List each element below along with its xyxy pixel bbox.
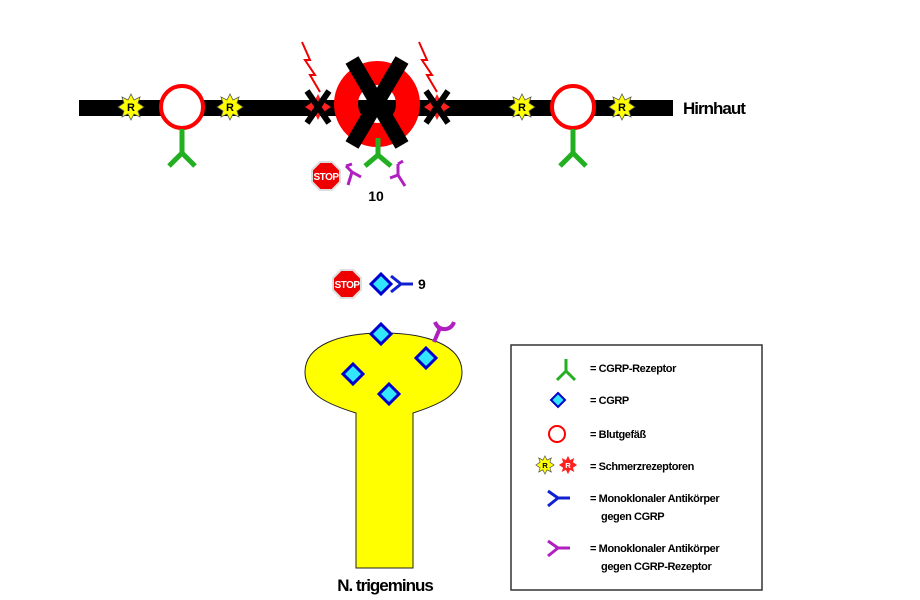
legend-pain-receptor-yellow-icon: R	[535, 455, 555, 475]
svg-text:R: R	[226, 102, 234, 114]
pain-receptor-left-1: R	[117, 93, 145, 121]
blood-vessel-left	[159, 84, 205, 130]
legend-label-vessel: = Blutgefäß	[590, 429, 646, 441]
stop-sign-top	[311, 161, 341, 191]
pain-receptor-blocked-right	[423, 89, 451, 125]
legend-label-antibody-receptor-2: gegen CGRP-Rezeptor	[601, 561, 712, 573]
legend-label-cgrp: = CGRP	[590, 395, 629, 407]
big-x-mark	[345, 56, 409, 149]
legend-cgrp-receptor-icon	[555, 359, 577, 382]
svg-text:R: R	[565, 461, 571, 470]
stop-sign-middle	[332, 269, 362, 299]
cgrp-diamond	[340, 361, 366, 387]
cgrp-diamond	[368, 321, 394, 347]
pain-receptor-right-2: R	[608, 93, 636, 121]
membrane-label: Hirnhaut	[683, 99, 746, 118]
cgrp-bound-antibody	[368, 271, 413, 297]
lightning-icon-left	[301, 41, 321, 93]
cgrp-receptor-right	[560, 129, 586, 166]
trigeminal-nerve	[304, 332, 463, 569]
pain-receptor-blocked-left	[304, 89, 332, 125]
cgrp-diamond	[376, 381, 402, 407]
legend-label-antibody-receptor-1: = Monoklonaler Antikörper	[590, 543, 720, 555]
legend-antibody-receptor-icon	[547, 539, 570, 558]
cgrp-receptor-left	[169, 129, 195, 166]
lightning-icon-right	[418, 41, 438, 93]
blood-vessel-right	[550, 84, 596, 130]
svg-text:R: R	[542, 461, 548, 470]
cgrp-diamond	[413, 345, 439, 371]
legend-antibody-cgrp-icon	[547, 489, 570, 508]
svg-text:R: R	[127, 102, 135, 114]
antibody-receptor-left	[344, 162, 362, 186]
blood-vessel-constricted	[334, 61, 420, 147]
cgrp-receptor-center	[363, 138, 393, 168]
legend-label-pain-receptors: = Schmerzrezeptoren	[590, 461, 695, 473]
svg-text:R: R	[618, 102, 626, 114]
svg-text:R: R	[518, 102, 526, 114]
marker-10: 10	[368, 188, 384, 204]
antibody-receptor-right	[389, 159, 407, 187]
pain-receptor-right-1: R	[508, 93, 536, 121]
marker-9: 9	[418, 276, 426, 292]
legend: = CGRP-Rezeptor = CGRP = Blutgefäß R R =…	[510, 344, 763, 591]
legend-vessel-icon	[548, 425, 566, 443]
legend-label-antibody-cgrp-1: = Monoklonaler Antikörper	[590, 493, 720, 505]
legend-pain-receptor-red-icon: R	[558, 455, 578, 475]
pain-receptor-left-2: R	[216, 93, 244, 121]
legend-cgrp-icon	[549, 391, 567, 409]
cgrp-diamonds	[340, 321, 439, 407]
legend-label-antibody-cgrp-2: gegen CGRP	[601, 511, 664, 523]
antibody-receptor-on-nerve	[432, 321, 456, 343]
nerve-label: N. trigeminus	[337, 576, 433, 595]
legend-label-cgrp-receptor: = CGRP-Rezeptor	[590, 363, 677, 375]
